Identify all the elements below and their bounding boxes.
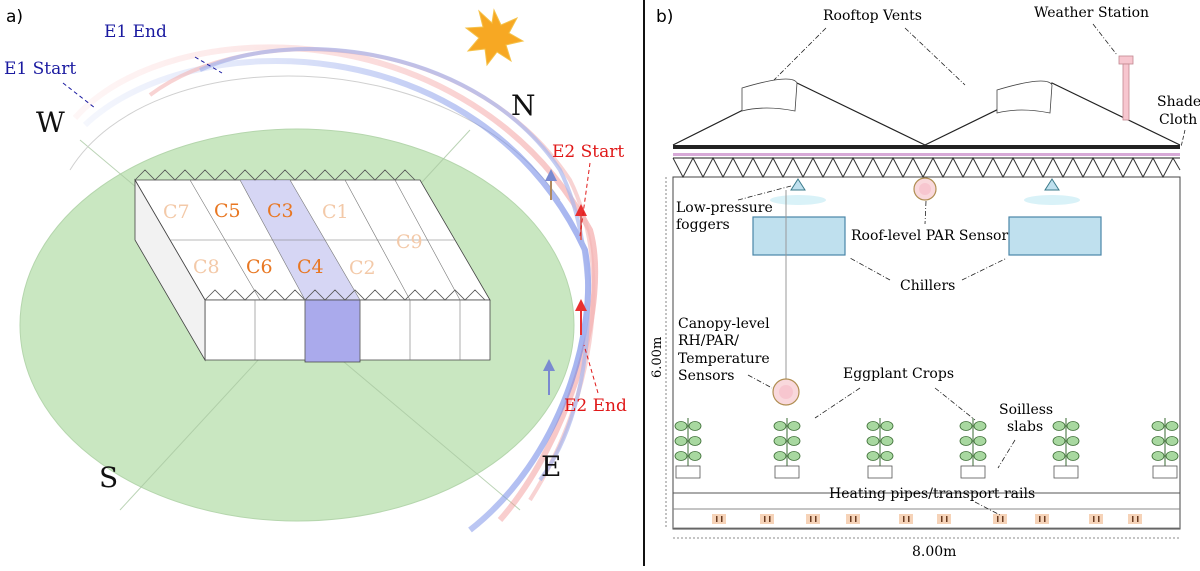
roof-par-sensor-core — [919, 183, 931, 195]
chamber-label: C8 — [193, 256, 220, 278]
heating-pipe — [993, 514, 1007, 524]
compass-west: W — [36, 106, 65, 139]
sun-icon — [464, 8, 525, 67]
shade-cloth-label-1: Shade — [1157, 94, 1200, 110]
chillers-leader-left — [849, 257, 891, 281]
canopy-label-1: Canopy-level — [678, 316, 770, 332]
heating-pipe — [806, 514, 820, 524]
soilless-slab — [774, 465, 800, 479]
panel-b-label: b) — [656, 7, 673, 27]
heating-pipe — [712, 514, 726, 524]
heating-pipe — [1035, 514, 1049, 524]
panel-a-label: a) — [6, 7, 23, 27]
canopy-sensor-core — [779, 385, 793, 399]
rooftop-vents-label: Rooftop Vents — [823, 8, 922, 24]
eggplant-plant — [773, 418, 801, 479]
eggplant-leader-right — [934, 387, 976, 421]
chiller-left — [752, 216, 846, 256]
greenhouse-block — [134, 169, 491, 363]
compass-north: N — [511, 89, 536, 122]
shade-cloth-leader — [1180, 129, 1186, 148]
canopy-leader — [747, 374, 773, 389]
foggers-leader — [737, 185, 792, 201]
soilless-slab — [867, 465, 893, 479]
height-dimension-label: 6.00m — [650, 337, 665, 378]
e1-start-label: E1 Start — [4, 59, 76, 79]
soilless-leader — [997, 439, 1016, 469]
roof-truss — [672, 145, 1181, 179]
shade-cloth-label-2: Cloth — [1159, 112, 1197, 128]
soilless-slab — [960, 465, 986, 479]
soilless-label-2: slabs — [1007, 419, 1043, 435]
soilless-slab — [675, 465, 701, 479]
plants — [674, 418, 1179, 479]
eggplant-plant — [959, 418, 987, 479]
heating-pipe — [1128, 514, 1142, 524]
heating-label: Heating pipes/transport rails — [829, 486, 1035, 502]
heating-leader — [974, 501, 1001, 516]
eggplant-plant — [866, 418, 894, 479]
width-dimension-label: 8.00m — [912, 544, 956, 560]
eggplant-label: Eggplant Crops — [843, 366, 954, 382]
heating-pipe — [937, 514, 951, 524]
e2-sun-path — [72, 44, 599, 522]
foggers-label-2: foggers — [676, 217, 730, 233]
e2-end-label: E2 End — [564, 396, 627, 416]
eggplant-plant — [1151, 418, 1179, 479]
heating-pipe — [1089, 514, 1103, 524]
chamber-label: C3 — [267, 200, 294, 222]
e1-end-label: E1 End — [104, 22, 167, 42]
e1-sun-path-inner — [199, 47, 590, 482]
compass-east: E — [541, 450, 561, 483]
e2-start-leader — [579, 162, 591, 237]
eggplant-plant — [1052, 418, 1080, 479]
roof-par-leader — [924, 200, 927, 225]
chamber-label: C6 — [246, 256, 273, 278]
fogger-left — [770, 178, 826, 205]
heating-pipe — [846, 514, 860, 524]
e1-end-leader — [194, 56, 223, 74]
soilless-slab — [1053, 465, 1079, 479]
chamber-label: C2 — [349, 257, 376, 279]
chillers-leader-right — [961, 257, 1008, 281]
chamber-label: C5 — [214, 200, 241, 222]
soilless-slab — [1152, 465, 1178, 479]
roof-par-label: Roof-level PAR Sensor — [851, 228, 1008, 244]
soilless-label-1: Soilless — [999, 402, 1053, 418]
canopy-label-4: Sensors — [678, 368, 734, 384]
eggplant-plant — [674, 418, 702, 479]
canopy-label-2: RH/PAR/ — [678, 333, 739, 349]
chiller-right — [1008, 216, 1102, 256]
heating-pipe — [899, 514, 913, 524]
heating-pipes — [712, 514, 1142, 524]
compass-letters: W N S E — [36, 89, 561, 494]
chillers-label: Chillers — [900, 278, 955, 294]
chamber-label: C4 — [297, 256, 324, 278]
chamber-label: C7 — [163, 201, 190, 223]
heating-pipe — [760, 514, 774, 524]
weather-station-label: Weather Station — [1034, 5, 1149, 21]
chamber-labels: C7 C5 C3 C1 C9 C8 C6 C4 C2 — [163, 200, 423, 279]
foggers-label-1: Low-pressure — [676, 200, 773, 216]
canopy-label-3: Temperature — [678, 351, 770, 367]
e2-end-leader — [583, 344, 599, 394]
chamber-label: C1 — [322, 201, 349, 223]
weather-station — [1118, 55, 1134, 121]
greenhouse-walls — [672, 176, 1181, 530]
compass-south: S — [99, 461, 118, 494]
eggplant-leader-left — [814, 387, 861, 419]
panel-a: a) — [4, 7, 627, 533]
vents-leader-left — [773, 27, 827, 81]
weather-station-leader — [1092, 23, 1118, 56]
greenhouse-roof — [672, 78, 1181, 146]
sun-paths — [72, 44, 599, 533]
e2-start-label: E2 Start — [552, 142, 624, 162]
chamber-label: C9 — [396, 231, 423, 253]
fogger-right — [1024, 178, 1080, 205]
vents-leader-right — [904, 27, 966, 86]
panel-b: b) Weather Station Rooftop Vents Shade C… — [650, 5, 1200, 560]
